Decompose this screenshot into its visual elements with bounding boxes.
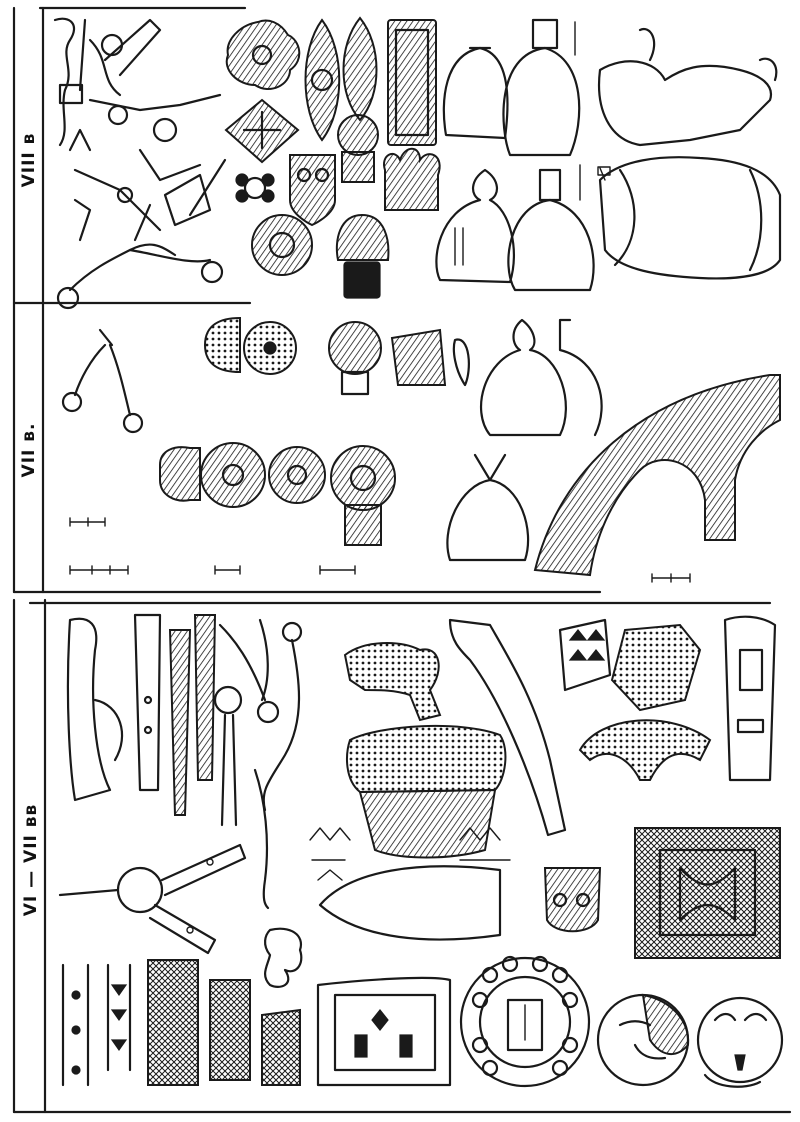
square-openwork-plaque bbox=[634, 827, 781, 959]
hull-plate bbox=[318, 865, 502, 941]
rosette-pendant-vii bbox=[330, 445, 396, 546]
face-medallion-bearded bbox=[596, 993, 690, 1087]
stirrup-vii-3 bbox=[446, 453, 530, 562]
inlaid-plate bbox=[316, 976, 452, 1087]
period-label-viii: VIII в bbox=[19, 133, 39, 188]
crescent-fragment bbox=[452, 338, 470, 387]
rosette-vii-2 bbox=[268, 446, 326, 504]
saddle-fragment bbox=[598, 27, 778, 147]
bell-pendant bbox=[335, 213, 390, 299]
triangle-strip bbox=[106, 963, 132, 1072]
bead-stack bbox=[263, 927, 303, 988]
snaffle-bit bbox=[61, 328, 144, 434]
pin-strip bbox=[253, 768, 270, 910]
blade-strip-1 bbox=[66, 617, 124, 802]
beaded-strip-left bbox=[61, 963, 90, 1087]
period-label-vii: VII в. bbox=[19, 423, 39, 478]
buckle-loop bbox=[213, 685, 243, 827]
hook-chain bbox=[218, 618, 280, 724]
small-villages-left bbox=[309, 827, 351, 881]
melon-bead bbox=[159, 446, 201, 502]
ring-link-assembly bbox=[58, 843, 247, 955]
crescent-openwork bbox=[578, 719, 712, 781]
chainmail-strip-3 bbox=[261, 1008, 301, 1086]
rectangular-strap-end bbox=[387, 19, 437, 146]
twisted-rod-1 bbox=[168, 629, 192, 816]
face-medallion-large bbox=[459, 955, 591, 1088]
quatrefoil-plaque bbox=[225, 19, 301, 90]
half-rosette bbox=[203, 316, 241, 374]
saddle-arch-plate bbox=[533, 374, 781, 577]
period-label-vi-vii: VI — VII вв bbox=[21, 804, 41, 917]
triangle-plaque bbox=[558, 618, 612, 692]
palmette-plaque bbox=[383, 147, 441, 211]
blade-strip-2 bbox=[133, 613, 162, 792]
shield-pendant bbox=[289, 154, 336, 227]
bridle-bit-bottom bbox=[56, 243, 224, 310]
curved-horn-strip bbox=[448, 618, 567, 837]
chainmail-strip-2 bbox=[209, 979, 251, 1081]
fan-plaque bbox=[390, 328, 447, 386]
stirrup-2 bbox=[502, 18, 581, 157]
face-medallion-mask bbox=[696, 996, 784, 1088]
stirrup-4 bbox=[507, 164, 595, 292]
bridle-bit-middle bbox=[73, 148, 227, 242]
small-villages-right bbox=[459, 827, 511, 861]
bridle-bit-top bbox=[53, 17, 222, 152]
bird-fibula bbox=[343, 642, 442, 722]
twisted-rod-2 bbox=[193, 614, 217, 781]
scaled-fragment bbox=[610, 623, 702, 712]
flower-plaque-small bbox=[235, 173, 275, 203]
stirrup-vii-1 bbox=[480, 318, 567, 437]
rosette-plaque-large bbox=[251, 214, 313, 276]
rhomb-plaque bbox=[224, 98, 300, 164]
bowl-vessel bbox=[346, 724, 507, 859]
face-shield-pendant bbox=[543, 867, 602, 933]
chainmail-strip-1 bbox=[147, 959, 199, 1086]
saddle-full bbox=[597, 156, 782, 280]
hook-ring bbox=[262, 621, 303, 812]
scale-bars-vii bbox=[69, 517, 691, 583]
plate-frame bbox=[12, 6, 792, 1114]
rosette-vii-1 bbox=[200, 442, 266, 508]
keyhole-pendant bbox=[723, 615, 777, 782]
round-boss bbox=[243, 321, 297, 375]
round-pendant-lobed bbox=[337, 114, 379, 183]
stirrup-vii-2 bbox=[558, 318, 603, 437]
almond-plaque-1 bbox=[304, 18, 341, 142]
almond-plaque-2 bbox=[342, 16, 378, 122]
stirrup-3 bbox=[435, 168, 515, 284]
openwork-pendant bbox=[328, 321, 382, 396]
stirrup-1 bbox=[442, 46, 509, 140]
